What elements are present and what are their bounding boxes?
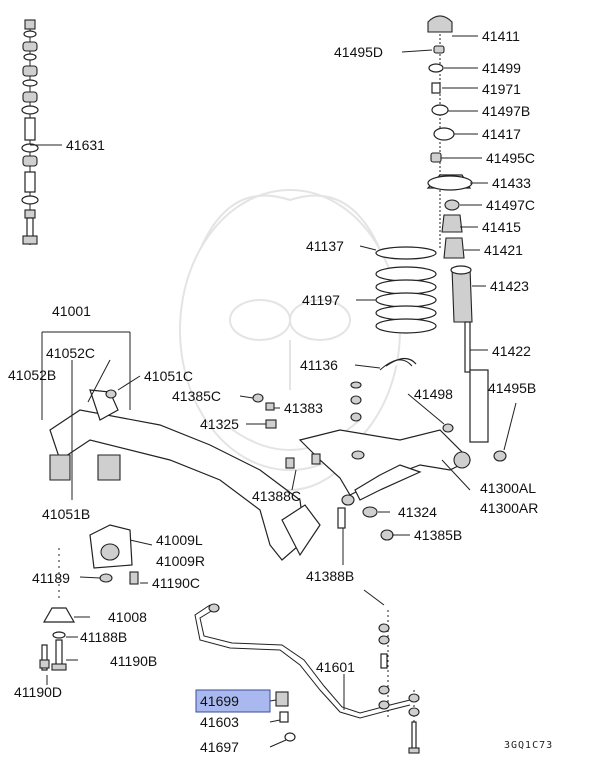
label-41324[interactable]: 41324 (398, 504, 437, 520)
stabilizer-bar (194, 603, 411, 742)
mount-41009 (89, 524, 139, 585)
label-41137[interactable]: 41137 (306, 238, 344, 254)
label-41052B[interactable]: 41052B (8, 367, 56, 383)
label-41197[interactable]: 41197 (302, 292, 340, 308)
label-41499[interactable]: 41499 (482, 60, 521, 76)
label-41601[interactable]: 41601 (316, 659, 355, 675)
label-41495B[interactable]: 41495B (488, 380, 536, 396)
lower-arm (298, 429, 472, 501)
highlight-box-41699 (195, 689, 271, 713)
diagram-reference-code: 3GQ1C73 (504, 740, 553, 751)
label-41009L[interactable]: 41009L (156, 532, 203, 548)
leader-lines (41, 35, 517, 748)
label-41497C[interactable]: 41497C (486, 197, 535, 213)
label-41052C[interactable]: 41052C (46, 345, 95, 361)
label-41603[interactable]: 41603 (200, 714, 239, 730)
label-41495C[interactable]: 41495C (486, 150, 535, 166)
label-41971[interactable]: 41971 (482, 81, 521, 97)
part-stack-41631 (21, 19, 62, 245)
label-41423[interactable]: 41423 (490, 278, 529, 294)
label-41190D[interactable]: 41190D (14, 684, 62, 700)
label-41417[interactable]: 41417 (482, 126, 521, 142)
label-41190C[interactable]: 41190C (152, 575, 200, 591)
label-41388C[interactable]: 41388C (252, 488, 301, 504)
label-41411[interactable]: 41411 (482, 28, 520, 44)
part-labels: 41411 41495D 41499 41971 41497B 41417 41… (8, 28, 538, 755)
mount-41008 (39, 548, 76, 671)
label-41631[interactable]: 41631 (66, 137, 105, 153)
label-41385C[interactable]: 41385C (172, 388, 221, 404)
label-41008[interactable]: 41008 (108, 609, 147, 625)
small-parts (105, 381, 507, 541)
label-41325[interactable]: 41325 (200, 416, 239, 432)
label-41051B[interactable]: 41051B (42, 506, 90, 522)
label-41001[interactable]: 41001 (52, 303, 91, 319)
label-41190B[interactable]: 41190B (110, 653, 157, 669)
label-41388B[interactable]: 41388B (306, 568, 354, 584)
label-41421[interactable]: 41421 (484, 242, 523, 258)
label-41699[interactable]: 41699 (200, 693, 239, 709)
coil-spring (375, 246, 437, 371)
label-41385B[interactable]: 41385B (414, 527, 462, 543)
label-41300AR[interactable]: 41300AR (480, 500, 538, 516)
label-41189[interactable]: 41189 (32, 570, 70, 586)
label-41383[interactable]: 41383 (284, 400, 323, 416)
label-41495D[interactable]: 41495D (334, 44, 383, 60)
label-41136[interactable]: 41136 (300, 357, 338, 373)
label-41422[interactable]: 41422 (492, 343, 531, 359)
crossmember (49, 389, 321, 561)
label-41009R[interactable]: 41009R (156, 553, 205, 569)
stabilizer-link (378, 610, 420, 754)
label-41497B[interactable]: 41497B (482, 103, 530, 119)
strut-stack (426, 15, 489, 443)
label-41498[interactable]: 41498 (414, 386, 453, 402)
label-41051C[interactable]: 41051C (144, 368, 193, 384)
label-41433[interactable]: 41433 (492, 175, 531, 191)
label-41188B[interactable]: 41188B (80, 629, 127, 645)
label-41300AL[interactable]: 41300AL (480, 480, 536, 496)
label-41697[interactable]: 41697 (200, 739, 239, 755)
label-41415[interactable]: 41415 (482, 219, 521, 235)
